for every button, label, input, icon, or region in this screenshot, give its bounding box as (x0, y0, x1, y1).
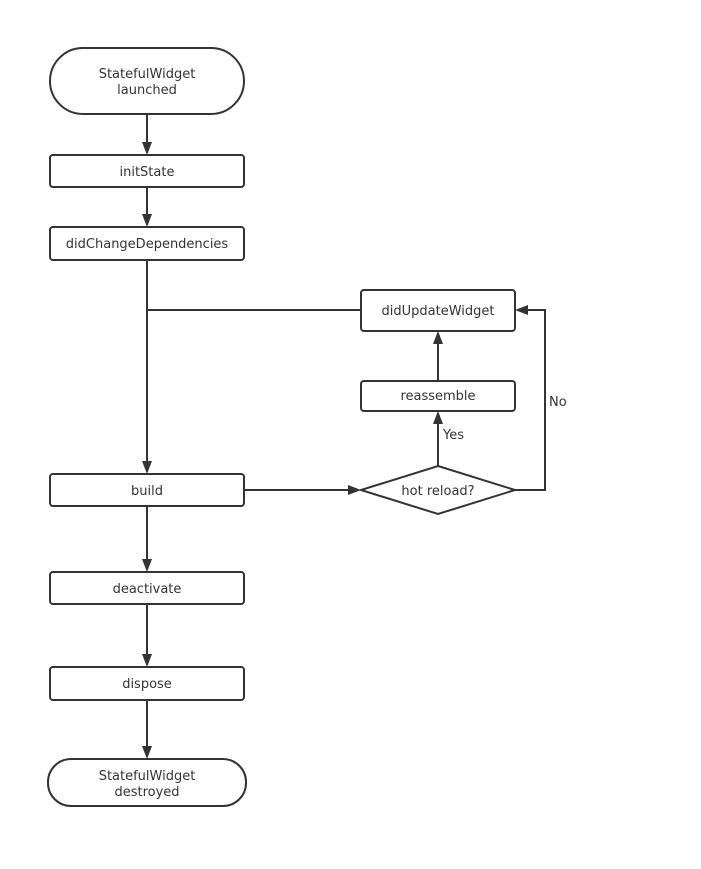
node-label-line2: destroyed (114, 785, 179, 800)
node-label-line2: launched (117, 83, 177, 98)
node-hot-reload-decision: hot reload? (357, 464, 519, 516)
process-shape (360, 289, 516, 332)
edge-hotreload-to-didupdate (515, 309, 546, 491)
arrowhead (433, 331, 443, 344)
node-statefulwidget-destroyed: StatefulWidget destroyed (47, 758, 247, 807)
arrowhead (142, 214, 152, 227)
arrowhead (142, 142, 152, 155)
node-didupdatewidget: didUpdateWidget (360, 289, 516, 332)
terminator-shape (47, 758, 247, 807)
terminator-shape (49, 47, 245, 115)
decision-shape (357, 464, 519, 516)
node-label: initState (120, 165, 175, 180)
node-label: reassemble (400, 389, 475, 404)
process-shape (360, 380, 516, 412)
arrowhead (142, 746, 152, 759)
node-label: build (131, 484, 163, 499)
edges (142, 114, 546, 759)
edge-label-yes: Yes (442, 428, 464, 443)
arrowhead (515, 305, 528, 315)
arrowhead (142, 559, 152, 572)
arrowhead (348, 485, 361, 495)
arrowhead (433, 411, 443, 424)
edge-label-no: No (549, 395, 567, 410)
process-shape (49, 473, 245, 507)
node-initstate: initState (49, 154, 245, 188)
arrowhead (142, 461, 152, 474)
node-label: deactivate (113, 582, 182, 597)
process-shape (49, 571, 245, 605)
node-statefulwidget-launched: StatefulWidget launched (49, 47, 245, 115)
node-reassemble: reassemble (360, 380, 516, 412)
node-label: didChangeDependencies (66, 237, 229, 252)
arrowhead (142, 654, 152, 667)
process-shape (49, 154, 245, 188)
node-label: didUpdateWidget (382, 304, 495, 319)
process-shape (49, 666, 245, 701)
node-label: dispose (122, 677, 172, 692)
node-build: build (49, 473, 245, 507)
node-dispose: dispose (49, 666, 245, 701)
node-didchangedependencies: didChangeDependencies (49, 226, 245, 261)
process-shape (49, 226, 245, 261)
node-label: hot reload? (401, 484, 474, 499)
node-label-line1: StatefulWidget (99, 67, 196, 82)
node-label-line1: StatefulWidget (99, 769, 196, 784)
node-deactivate: deactivate (49, 571, 245, 605)
